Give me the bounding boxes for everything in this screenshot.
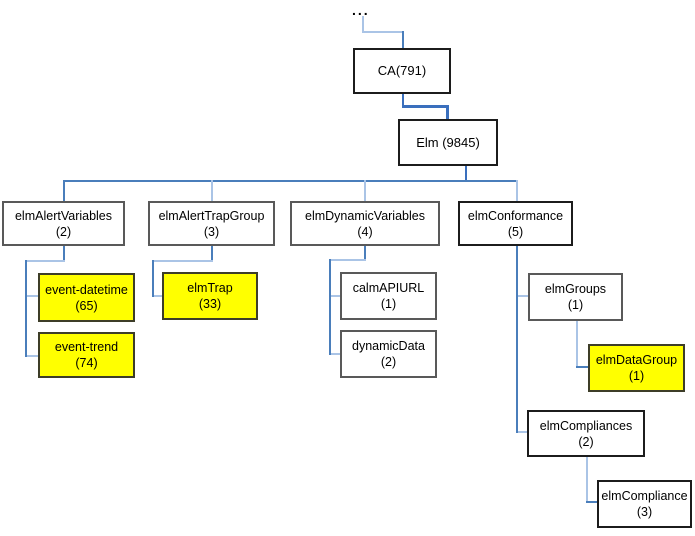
node-label: elmAlertTrapGroup <box>158 208 265 223</box>
node-label: elmCompliance <box>601 489 688 503</box>
connector-elmGroups-elmDataGroup <box>576 321 578 368</box>
node-label: elmAlertVariables <box>14 208 113 223</box>
node-count: (2) <box>578 434 594 449</box>
tree-node-dynamicData[interactable]: dynamicData (2) <box>340 330 437 378</box>
node-label: CA(791) <box>377 63 427 78</box>
connector-to-event-datetime <box>27 295 38 297</box>
tree-node-event-trend[interactable]: event-trend (74) <box>38 332 135 378</box>
connector-rail-elmConformance <box>516 180 518 201</box>
ellipsis-label: ... <box>352 2 370 18</box>
node-count: (65) <box>75 298 98 313</box>
node-count: (74) <box>75 356 98 370</box>
connector-rail-elmAlertVariables <box>63 180 65 201</box>
connector-elmDynamicVariables-children <box>364 246 366 261</box>
node-count: (2) <box>380 355 397 369</box>
node-count: (4) <box>357 224 373 239</box>
connector-to-event-trend <box>27 355 38 357</box>
connector-elmDynamicVariables-children <box>329 259 366 261</box>
connector-elmAlertTrapGroup-children <box>152 260 213 262</box>
node-count: (1) <box>567 298 584 312</box>
connector-root-ca <box>402 31 404 48</box>
tree-node-elmDynamicVariables[interactable]: elmDynamicVariables (4) <box>290 201 440 246</box>
node-label: elmDataGroup <box>595 353 678 367</box>
node-count: (33) <box>198 297 222 311</box>
connector-rail-elmAlertTrapGroup <box>211 180 213 201</box>
connector-root-ca <box>362 31 404 33</box>
tree-node-elmDataGroup[interactable]: elmDataGroup (1) <box>588 344 685 392</box>
tree-node-elmCompliance[interactable]: elmCompliance (3) <box>597 480 692 528</box>
node-label: event-datetime <box>45 282 128 297</box>
node-label: elmConformance <box>467 208 564 223</box>
connector-to-dynamicData <box>331 353 340 355</box>
connector-elmCompliances-elmCompliance <box>586 501 597 503</box>
connector-elmAlertTrapGroup-children <box>152 260 154 297</box>
tree-node-elmTrap[interactable]: elmTrap (33) <box>162 272 258 320</box>
node-count: (2) <box>55 224 72 239</box>
connector-elmAlertVariables-children <box>25 260 65 262</box>
connector-ca-elm <box>446 105 449 119</box>
node-label: elmDynamicVariables <box>305 208 425 223</box>
tree-node-event-datetime[interactable]: event-datetime (65) <box>38 273 135 322</box>
node-label: event-trend <box>54 340 119 354</box>
node-count: (3) <box>203 224 220 239</box>
connector-root-ca <box>362 16 364 33</box>
node-label: calmAPIURL <box>352 281 425 295</box>
connector-ca-elm <box>402 94 404 107</box>
node-count: (1) <box>380 297 397 311</box>
connector-rail-elmDynamicVariables <box>364 180 366 201</box>
connector-elmCompliances-elmCompliance <box>586 457 588 503</box>
tree-node-elmAlertTrapGroup[interactable]: elmAlertTrapGroup (3) <box>148 201 275 246</box>
tree-node-elm[interactable]: Elm (9845) <box>398 119 498 166</box>
node-label: elmCompliances <box>539 418 633 433</box>
tree-node-calmAPIURL[interactable]: calmAPIURL (1) <box>340 272 437 320</box>
connector-to-elmCompliances <box>518 431 527 433</box>
node-label: Elm (9845) <box>416 134 480 150</box>
tree-node-ca[interactable]: CA(791) <box>353 48 451 94</box>
connector-elmAlertVariables-children <box>63 246 65 262</box>
connector-elmAlertVariables-children <box>25 260 27 357</box>
connector-to-calmAPIURL <box>331 295 340 297</box>
connector-to-elmTrap <box>154 295 162 297</box>
node-count: (5) <box>507 224 524 239</box>
tree-node-elmCompliances[interactable]: elmCompliances (2) <box>527 410 645 457</box>
tree-node-elmConformance[interactable]: elmConformance (5) <box>458 201 573 246</box>
connector-elmAlertTrapGroup-children <box>211 246 213 262</box>
node-count: (1) <box>628 369 645 383</box>
node-label: elmGroups <box>544 282 607 296</box>
connector-elm-rail <box>63 180 518 182</box>
tree-node-elmAlertVariables[interactable]: elmAlertVariables (2) <box>2 201 125 246</box>
connector-elmDynamicVariables-children <box>329 259 331 355</box>
tree-node-elmGroups[interactable]: elmGroups (1) <box>528 273 623 321</box>
node-label: dynamicData <box>352 339 425 353</box>
connector-elmGroups-elmDataGroup <box>576 366 588 368</box>
connector-elmConformance-children <box>516 246 518 433</box>
connector-to-elmGroups <box>518 295 528 297</box>
connector-ca-elm <box>402 105 449 108</box>
connector-elm-rail <box>465 166 467 182</box>
node-count: (3) <box>636 505 653 519</box>
node-label: elmTrap <box>187 281 233 295</box>
